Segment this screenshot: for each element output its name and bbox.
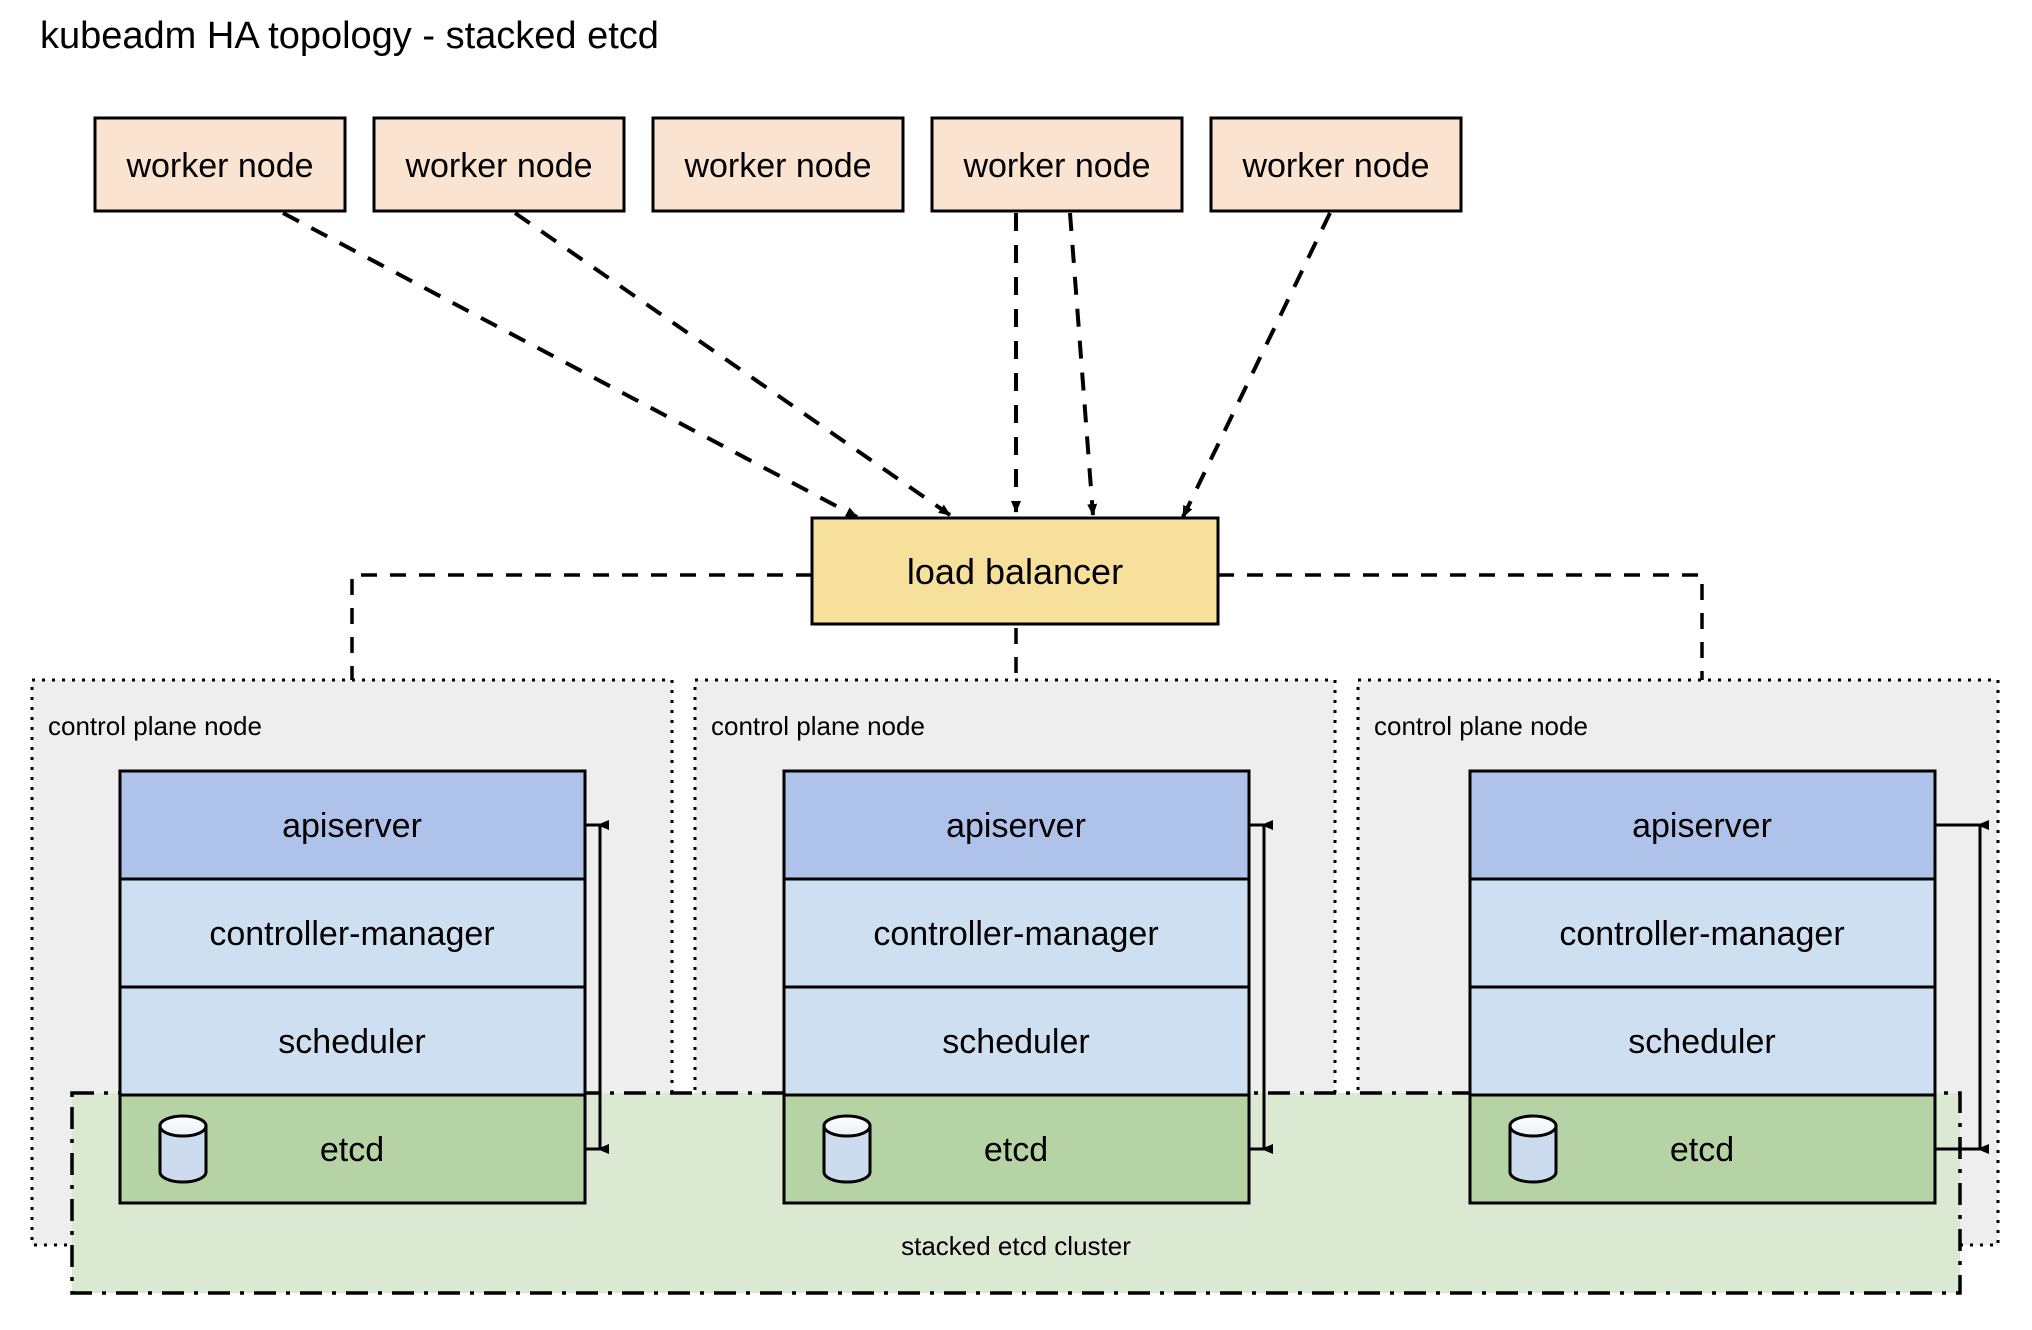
database-cylinder-icon <box>158 1114 208 1184</box>
page-title: kubeadm HA topology - stacked etcd <box>40 15 659 57</box>
worker-node-1[interactable]: worker node <box>93 116 347 213</box>
worker-node-3[interactable]: worker node <box>651 116 905 213</box>
scheduler-label: scheduler <box>1628 1023 1775 1061</box>
scheduler-box-2[interactable] <box>782 985 1251 1097</box>
worker-node-label: worker node <box>125 147 313 185</box>
worker-node-label: worker node <box>962 147 1150 185</box>
edge-worker5-to-load-balancer <box>1181 212 1332 518</box>
apiserver-label: apiserver <box>282 807 422 845</box>
control-plane-node-label: control plane node <box>48 711 262 741</box>
scheduler-box-3[interactable] <box>1468 985 1937 1097</box>
worker-node-4[interactable]: worker node <box>930 116 1184 213</box>
worker-node-label: worker node <box>683 147 871 185</box>
edge-worker2-to-load-balancer <box>513 211 952 517</box>
etcd-label: etcd <box>320 1131 384 1169</box>
worker-node-label: worker node <box>404 147 592 185</box>
worker-node-label: worker node <box>1241 147 1429 185</box>
control-plane-3-components: apiserver controller-manager scheduler e… <box>1468 769 1989 1205</box>
database-cylinder-icon <box>1508 1114 1558 1184</box>
apiserver-label: apiserver <box>1632 807 1772 845</box>
stacked-etcd-cluster-label: stacked etcd cluster <box>901 1231 1131 1261</box>
control-plane-1-components: apiserver controller-manager scheduler e… <box>118 769 609 1205</box>
load-balancer-label: load balancer <box>907 551 1123 592</box>
etcd-label: etcd <box>984 1131 1048 1169</box>
controller-manager-label: controller-manager <box>873 915 1158 953</box>
worker-node-2[interactable]: worker node <box>372 116 626 213</box>
load-balancer-node[interactable]: load balancer <box>810 516 1220 626</box>
controller-manager-label: controller-manager <box>1559 915 1844 953</box>
controller-manager-label: controller-manager <box>209 915 494 953</box>
database-cylinder-icon <box>822 1114 872 1184</box>
scheduler-label: scheduler <box>278 1023 425 1061</box>
edge-worker4-to-load-balancer <box>1068 212 1098 516</box>
apiserver-label: apiserver <box>946 807 1086 845</box>
controller-manager-box-1[interactable] <box>118 877 587 989</box>
apiserver-box-2[interactable] <box>782 769 1251 881</box>
scheduler-box-1[interactable] <box>118 985 587 1097</box>
scheduler-label: scheduler <box>942 1023 1089 1061</box>
control-plane-node-label: control plane node <box>711 711 925 741</box>
control-plane-node-label: control plane node <box>1374 711 1588 741</box>
etcd-label: etcd <box>1670 1131 1734 1169</box>
controller-manager-box-3[interactable] <box>1468 877 1937 989</box>
edge-worker1-to-load-balancer <box>282 211 858 519</box>
worker-node-5[interactable]: worker node <box>1209 116 1463 213</box>
controller-manager-box-2[interactable] <box>782 877 1251 989</box>
apiserver-box-3[interactable] <box>1468 769 1937 881</box>
control-plane-2-components: apiserver controller-manager scheduler e… <box>782 769 1273 1205</box>
apiserver-box-1[interactable] <box>118 769 587 881</box>
